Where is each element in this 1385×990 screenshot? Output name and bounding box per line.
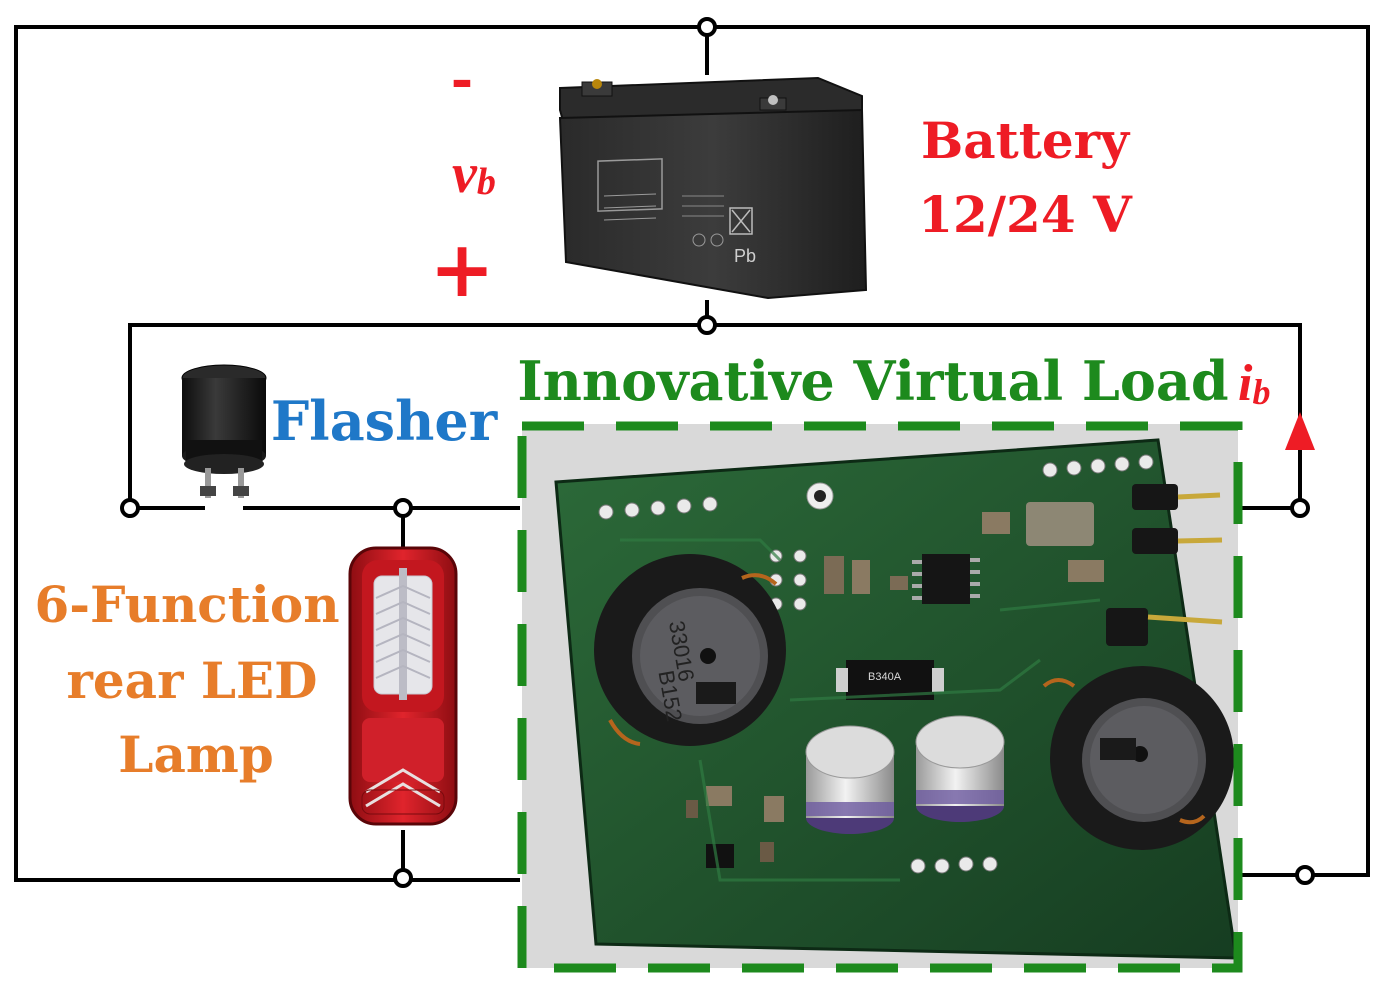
current-symbol: ib: [1238, 355, 1270, 412]
battery-plus-sign: +: [429, 224, 494, 315]
lamp-label-line3: Lamp: [118, 725, 273, 784]
virtual-load-dashed-outline: [517, 421, 1243, 973]
current-symbol-sub: b: [1252, 372, 1270, 412]
node-right-outer: [1295, 865, 1315, 885]
voltage-symbol: vb: [452, 143, 496, 205]
battery-voltage-label: 12/24 V: [918, 185, 1133, 244]
current-symbol-main: i: [1238, 355, 1253, 412]
voltage-symbol-sub: b: [477, 161, 496, 203]
virtual-load-pcb-image: 33016 B152 B340A: [522, 424, 1238, 968]
battery-image: Pb: [558, 76, 868, 300]
node-right-inner: [1290, 498, 1310, 518]
node-flasher-left: [120, 498, 140, 518]
node-lamp-bottom: [393, 868, 413, 888]
inner-wire-left: [128, 323, 707, 508]
node-lamp-top: [393, 498, 413, 518]
lamp-label-line1: 6-Function: [34, 575, 339, 634]
node-top: [697, 17, 717, 37]
node-battery-bottom: [697, 315, 717, 335]
battery-minus-sign: -: [451, 47, 473, 111]
battery-label: Battery: [921, 111, 1131, 170]
flasher-image: [181, 364, 267, 498]
flasher-label: Flasher: [271, 389, 498, 453]
virtual-load-label: Innovative Virtual Load: [517, 349, 1228, 413]
voltage-symbol-main: v: [452, 143, 478, 205]
outer-wire-left: [14, 25, 707, 882]
battery-pb-marking: Pb: [734, 246, 756, 266]
rear-led-lamp-image: [348, 546, 458, 826]
outer-wire-right: [707, 25, 1370, 877]
current-arrow: [1285, 412, 1315, 450]
svg-text:B340A: B340A: [868, 671, 902, 683]
lamp-label-line2: rear LED: [67, 651, 318, 710]
wire-nodes: [120, 17, 1315, 888]
